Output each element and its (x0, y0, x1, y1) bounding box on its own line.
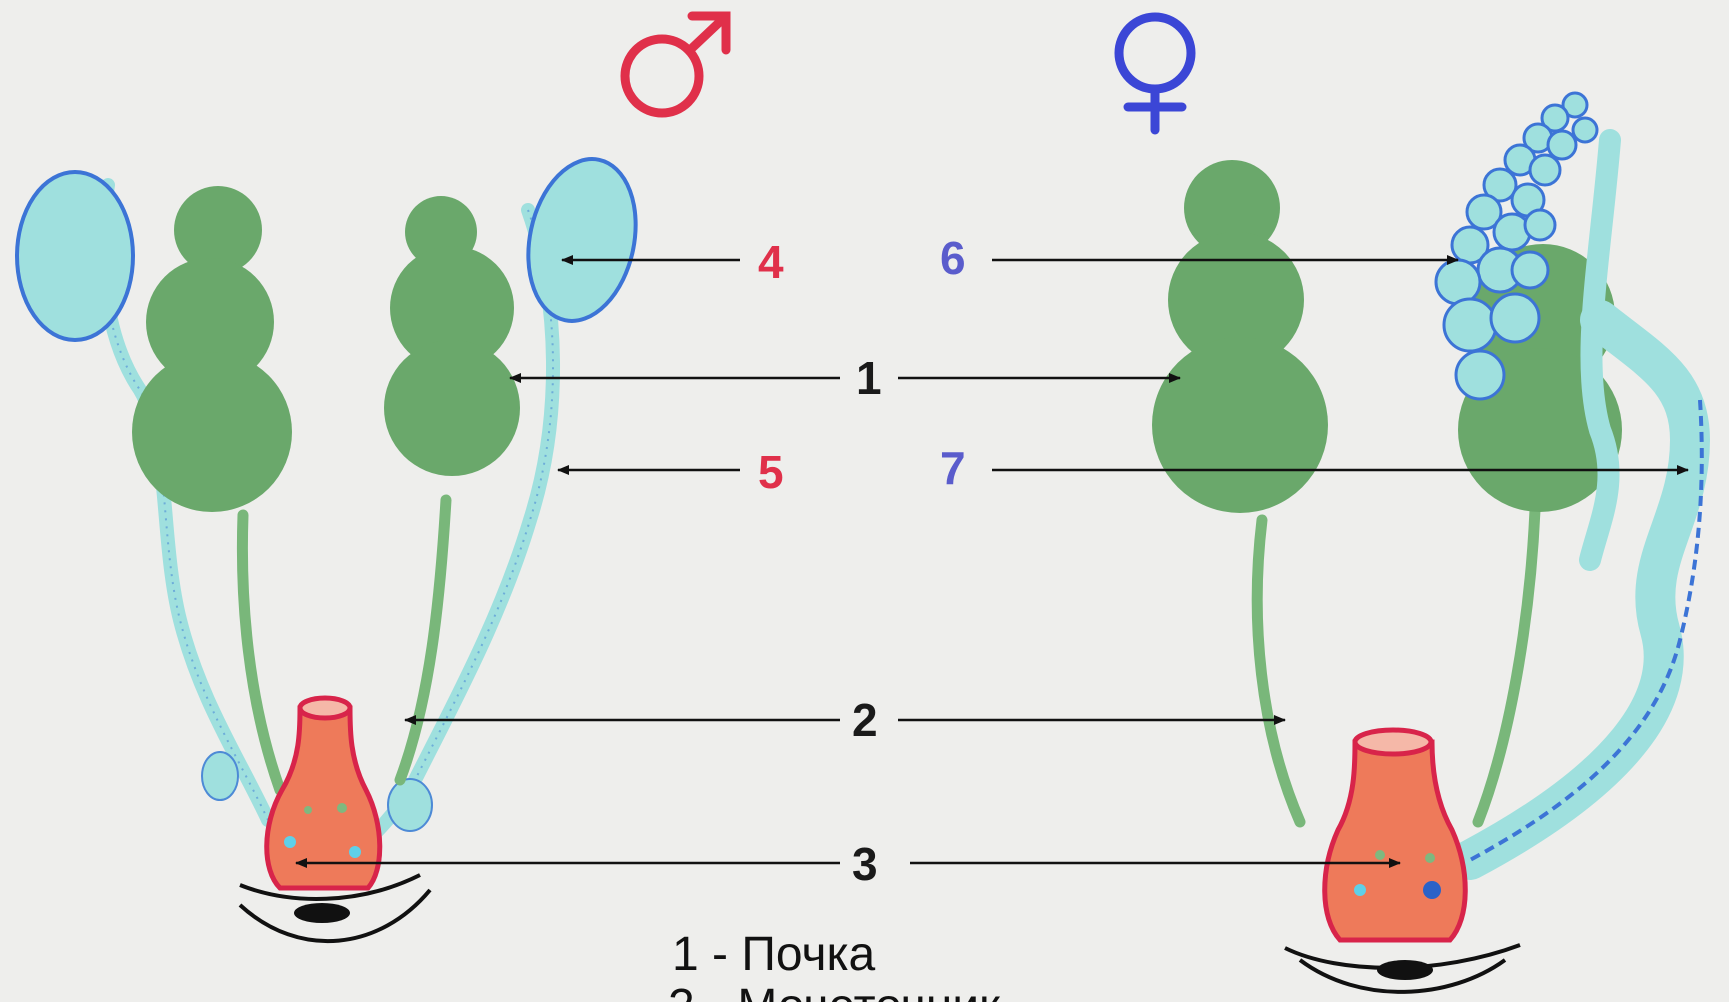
callout-6: 6 (940, 232, 966, 284)
male-cloaca (238, 695, 432, 944)
callout-5: 5 (758, 446, 784, 498)
callout-7: 7 (940, 442, 966, 494)
female-oviduct (1450, 129, 1711, 880)
legend-item-1: 1 - Почка (672, 928, 876, 981)
male-left-kidney (132, 186, 292, 796)
female-cloaca (1284, 727, 1521, 994)
male-symbol-icon (620, 11, 731, 118)
callout-2: 2 (852, 694, 878, 746)
male-right-kidney (384, 196, 520, 786)
callout-1: 1 (856, 352, 882, 404)
legend-item-2: 2 - Мочеточник (668, 980, 1001, 1002)
callout-4: 4 (758, 236, 784, 288)
female-symbol-icon (1114, 12, 1196, 135)
callout-3: 3 (852, 838, 878, 890)
callout-lines (295, 255, 1689, 868)
male-right-testis-and-duct (348, 157, 638, 857)
female-ovary (1434, 91, 1599, 401)
